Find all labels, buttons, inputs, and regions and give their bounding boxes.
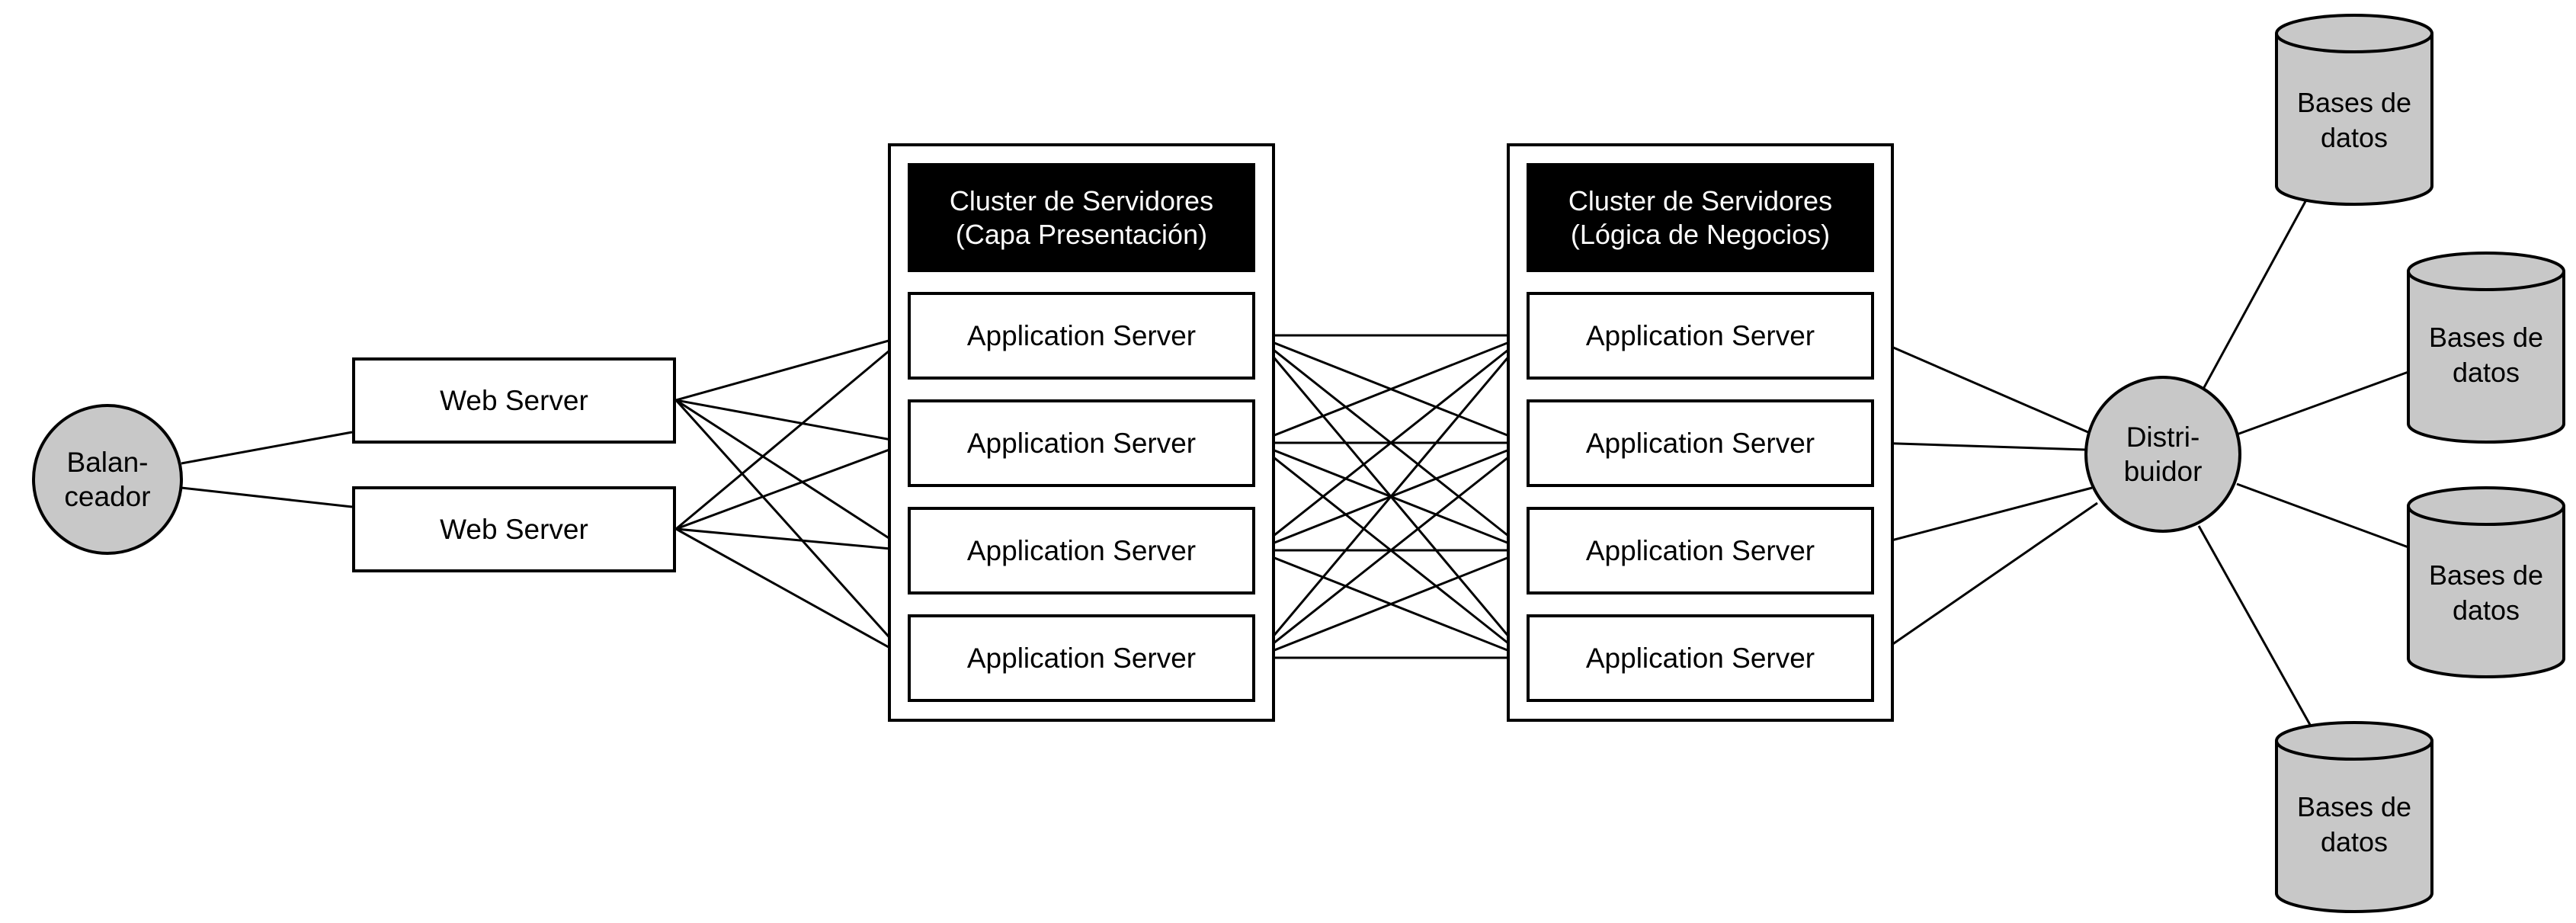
link-pres3-logic1 xyxy=(1254,334,1527,552)
business-logic-cluster-header: Cluster de Servidores (Lógica de Negocio… xyxy=(1527,163,1874,272)
database-3: Bases de datos xyxy=(2405,485,2567,680)
link-distributor-db4 xyxy=(2197,525,2315,731)
database-4-label-line1: Bases de xyxy=(2296,791,2412,822)
business-logic-cluster-title-line2: (Lógica de Negocios) xyxy=(1570,218,1831,250)
logic-app-server-4-label: Application Server xyxy=(1585,643,1815,674)
database-cylinder-icon xyxy=(2407,486,2565,678)
presentation-app-server-3: Application Server xyxy=(908,507,1255,595)
load-balancer-node: Balan- ceador xyxy=(32,404,183,555)
distributor-label-line2: buidor xyxy=(2123,456,2203,487)
logic-app-server-1: Application Server xyxy=(1527,292,1874,380)
logic-app-server-3-label: Application Server xyxy=(1585,535,1815,566)
link-pres4-logic2 xyxy=(1254,441,1527,659)
link-web2-app2 xyxy=(675,441,908,530)
presentation-app-server-1-label: Application Server xyxy=(966,320,1197,351)
web-server-1: Web Server xyxy=(352,357,676,444)
database-3-label-line2: datos xyxy=(2452,595,2520,626)
link-web2-app3 xyxy=(675,527,908,552)
presentation-app-server-4-label: Application Server xyxy=(966,643,1197,674)
presentation-cluster-title-line1: Cluster de Servidores xyxy=(949,184,1214,216)
link-web1-app4 xyxy=(674,399,909,659)
database-1-label-line1: Bases de xyxy=(2296,87,2412,118)
logic-app-server-2: Application Server xyxy=(1527,399,1874,487)
link-pres4-logic3 xyxy=(1254,549,1527,659)
presentation-app-server-4: Application Server xyxy=(908,614,1255,702)
link-logic3-distributor xyxy=(1873,486,2093,546)
presentation-cluster-header: Cluster de Servidores (Capa Presentación… xyxy=(908,163,1255,272)
load-balancer-label-line1: Balan- xyxy=(66,447,149,478)
database-1: Bases de datos xyxy=(2273,12,2435,207)
link-distributor-db1 xyxy=(2201,194,2311,391)
link-web1-app1 xyxy=(675,334,908,402)
link-logic4-distributor xyxy=(1873,502,2098,659)
link-logic1-distributor xyxy=(1873,338,2091,434)
logic-app-server-2-label: Application Server xyxy=(1585,428,1815,459)
link-web1-app3 xyxy=(675,399,908,552)
load-balancer-label-line2: ceador xyxy=(64,481,151,512)
link-web1-app2 xyxy=(675,399,908,444)
database-3-label-line1: Bases de xyxy=(2428,559,2544,591)
link-pres4-logic1 xyxy=(1254,335,1528,659)
link-balancer-web2 xyxy=(181,486,353,508)
web-server-2: Web Server xyxy=(352,486,676,572)
database-2: Bases de datos xyxy=(2405,250,2567,445)
web-server-1-label: Web Server xyxy=(440,385,588,416)
link-distributor-db2 xyxy=(2236,370,2409,436)
web-server-2-label: Web Server xyxy=(440,514,588,545)
presentation-app-server-3-label: Application Server xyxy=(966,535,1197,566)
logic-app-server-1-label: Application Server xyxy=(1585,320,1815,351)
business-logic-cluster-title-line1: Cluster de Servidores xyxy=(1568,184,1833,216)
link-distributor-db3 xyxy=(2236,482,2409,549)
database-4-label-line2: datos xyxy=(2320,826,2389,857)
database-2-label-line1: Bases de xyxy=(2428,322,2544,353)
database-cylinder-icon xyxy=(2407,252,2565,444)
presentation-cluster-title-line2: (Capa Presentación) xyxy=(955,218,1208,250)
presentation-app-server-2-label: Application Server xyxy=(966,428,1197,459)
presentation-app-server-2: Application Server xyxy=(908,399,1255,487)
link-pres2-logic1 xyxy=(1254,334,1527,444)
logic-app-server-3: Application Server xyxy=(1527,507,1874,595)
database-1-label-line2: datos xyxy=(2320,122,2389,153)
link-logic2-distributor xyxy=(1873,441,2086,451)
distributor-node: Distri- buidor xyxy=(2084,376,2241,533)
database-2-label-line2: datos xyxy=(2452,357,2520,388)
link-web2-app1 xyxy=(675,334,908,530)
link-balancer-web1 xyxy=(181,431,353,465)
database-cylinder-icon xyxy=(2275,721,2433,913)
database-4: Bases de datos xyxy=(2273,719,2435,915)
logic-app-server-4: Application Server xyxy=(1527,614,1874,702)
presentation-app-server-1: Application Server xyxy=(908,292,1255,380)
database-cylinder-icon xyxy=(2275,14,2433,206)
distributor-label-line1: Distri- xyxy=(2126,421,2200,453)
link-web2-app4 xyxy=(675,527,908,659)
